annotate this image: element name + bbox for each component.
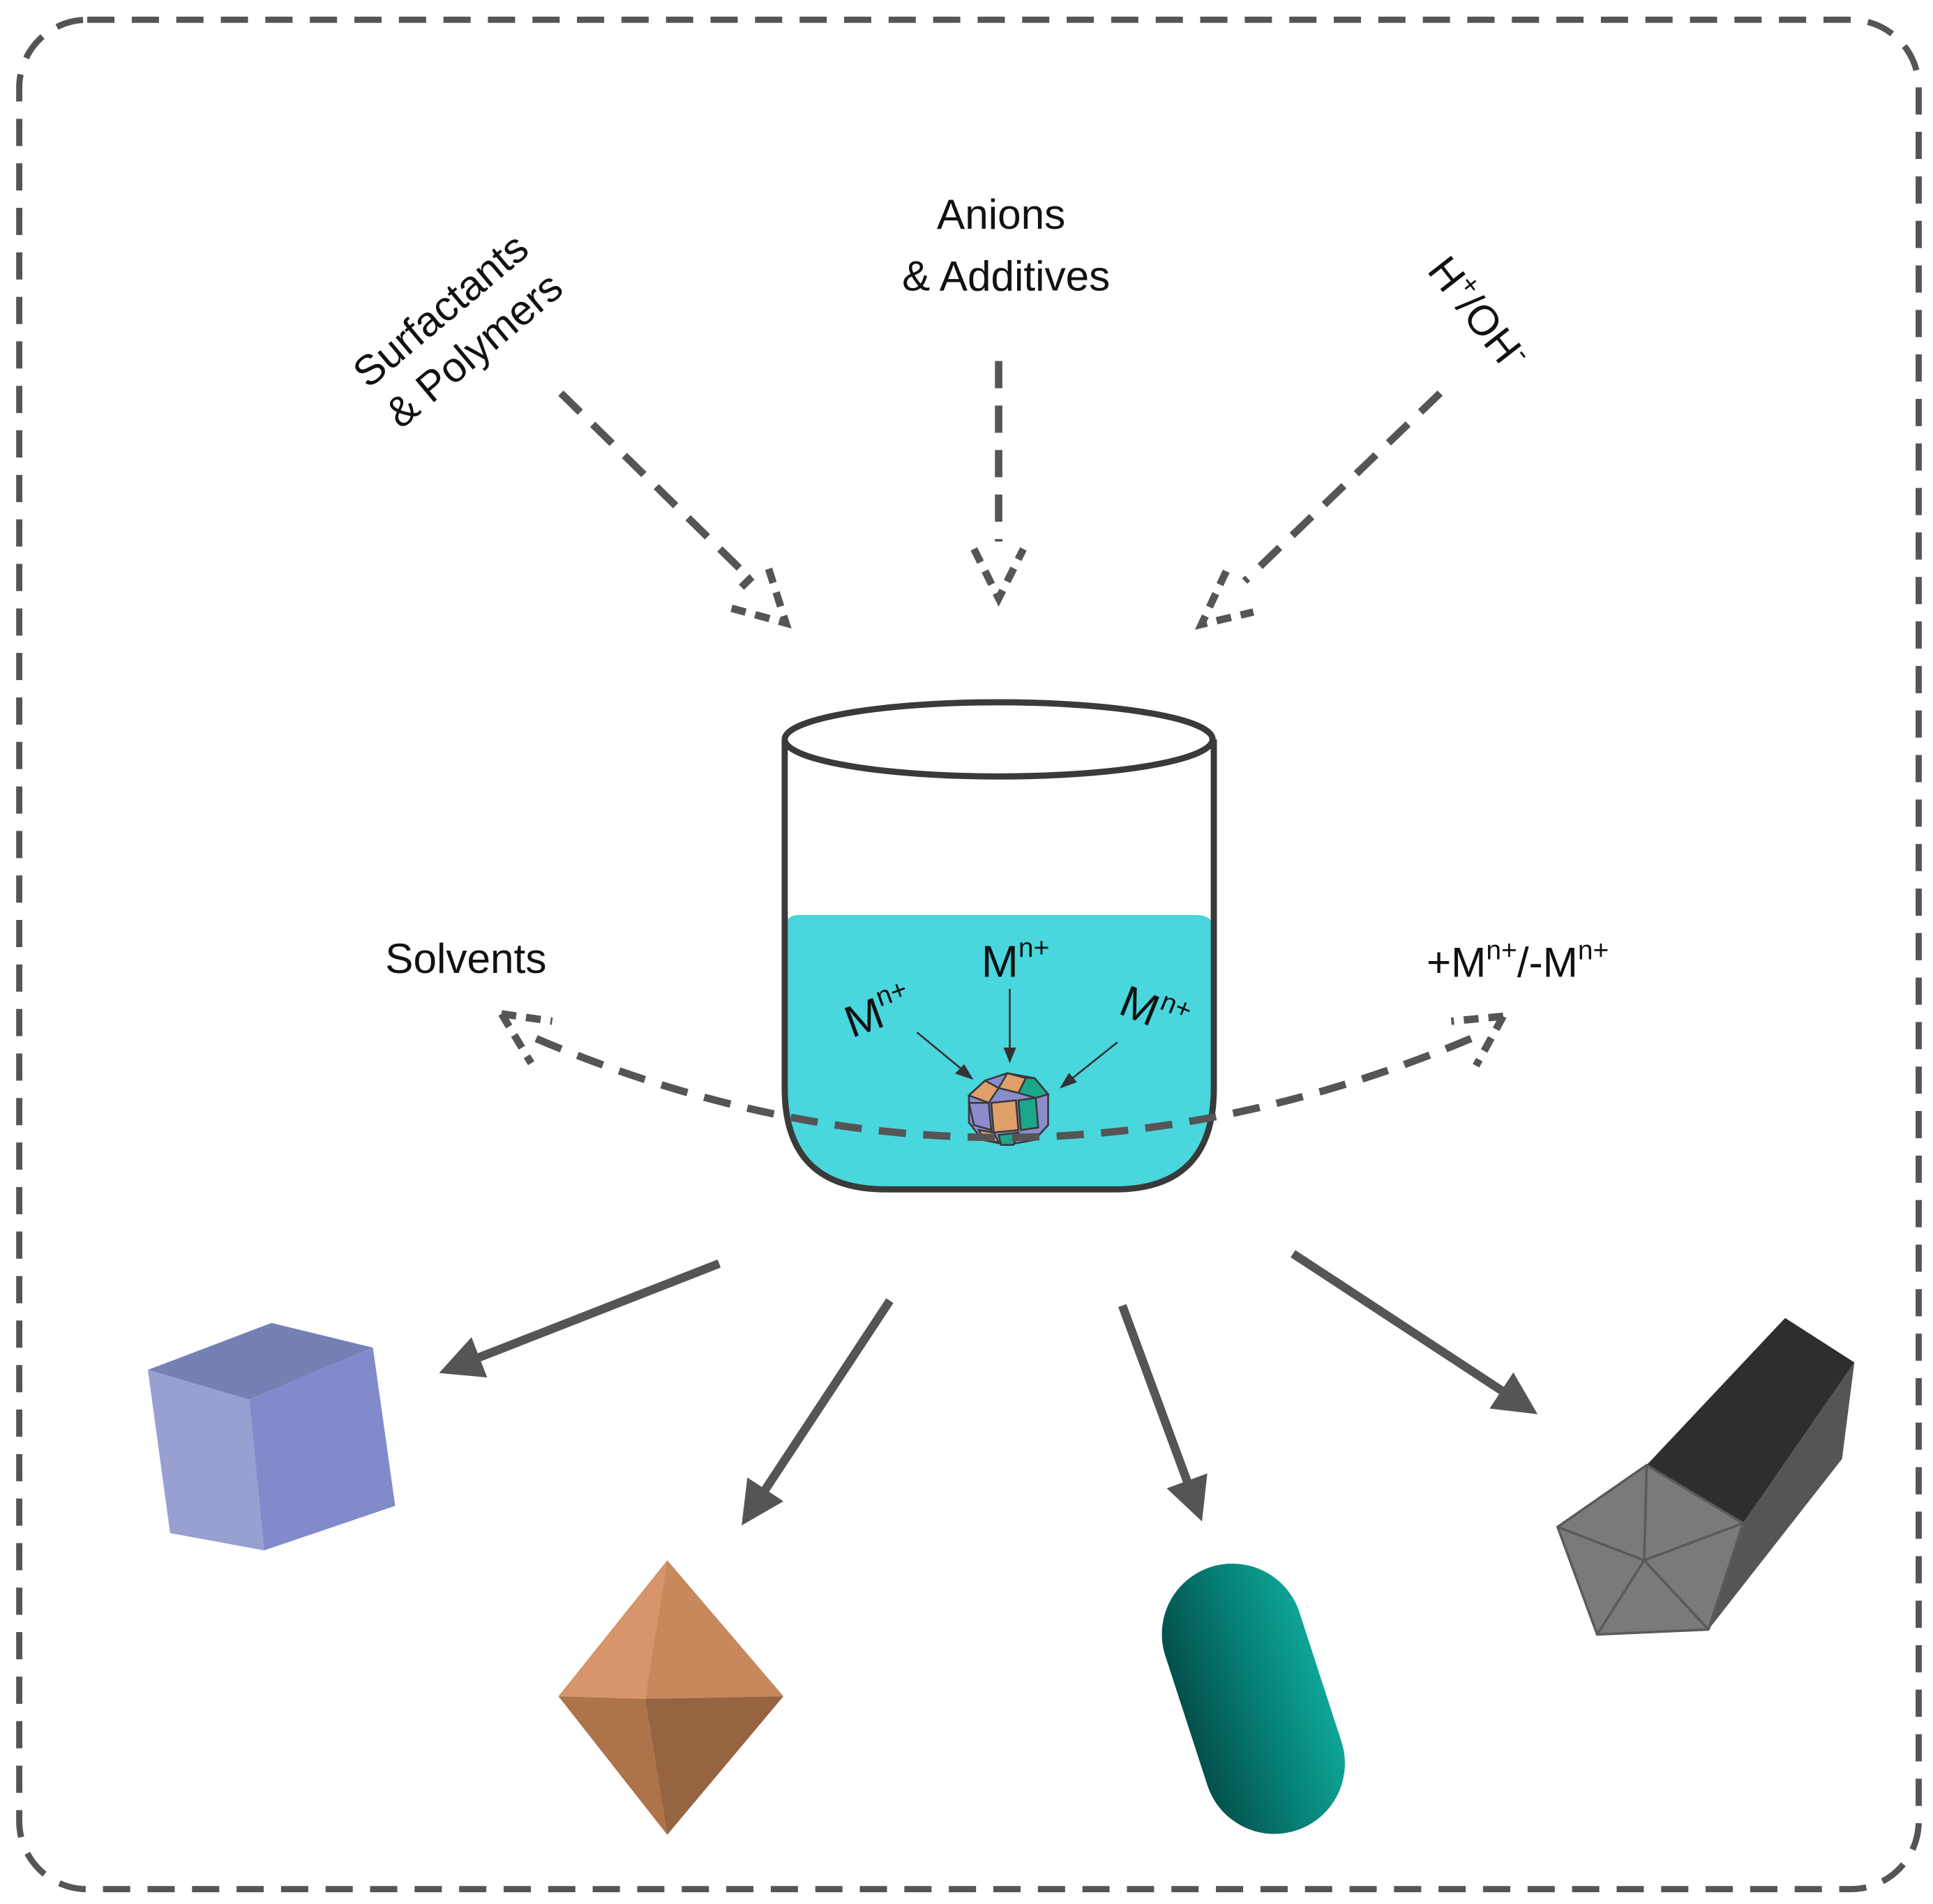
solid-arrow-rod: [1118, 1304, 1208, 1522]
svg-text:Mn+: Mn+: [981, 933, 1050, 986]
beaker-body: [781, 739, 1217, 1193]
rod-shape: [1161, 1563, 1345, 1834]
dashed-arrowhead-solvents: [498, 1010, 553, 1066]
metal-exchange-label: +Mn+/-Mn+: [1427, 936, 1609, 986]
pentagonal-prism-shape: [1556, 1317, 1855, 1636]
metal-ion-center-charge: n+: [1018, 933, 1049, 963]
dashed-border-frame: [16, 16, 1922, 1893]
dashed-arrow-ph: [1194, 390, 1443, 630]
beaker-rim: [781, 699, 1216, 780]
metal-ion-center: Mn+: [981, 933, 1050, 986]
solid-arrow-octahedron: [742, 1298, 894, 1526]
dashed-curve-solvents-metal: [534, 1035, 1473, 1142]
dashed-arrow-anions: [970, 361, 1027, 607]
dashed-arrowhead-metal: [1450, 1012, 1507, 1068]
solution-liquid: [784, 914, 1214, 1190]
solid-arrow-prism: [1291, 1250, 1538, 1414]
nucleus-crystal: [967, 1072, 1050, 1146]
dashed-arrow-surfactants: [558, 390, 792, 629]
solvents-label: Solvents: [385, 935, 546, 982]
beaker: [781, 699, 1217, 1193]
octahedron-shape: [558, 1560, 784, 1835]
cube-shape: [147, 1322, 396, 1550]
surfactants-label: Surfactants & Polymers: [344, 223, 571, 437]
metal-exchange-b: /-M: [1517, 938, 1578, 985]
metal-ion-center-m: M: [981, 936, 1018, 986]
metal-exchange-sup-b: n+: [1578, 936, 1609, 966]
anions-label-line1: Anions: [937, 190, 1065, 238]
ph-label: H+/OH-: [1419, 245, 1538, 379]
anions-label-line2: & Additives: [902, 252, 1110, 300]
metal-exchange-sup-a: n+: [1486, 936, 1517, 966]
metal-exchange-a: +M: [1427, 938, 1486, 985]
ion-arrows: [916, 989, 1118, 1089]
svg-text:H+/OH-: H+/OH-: [1419, 245, 1538, 379]
solid-arrow-cube: [439, 1259, 721, 1378]
